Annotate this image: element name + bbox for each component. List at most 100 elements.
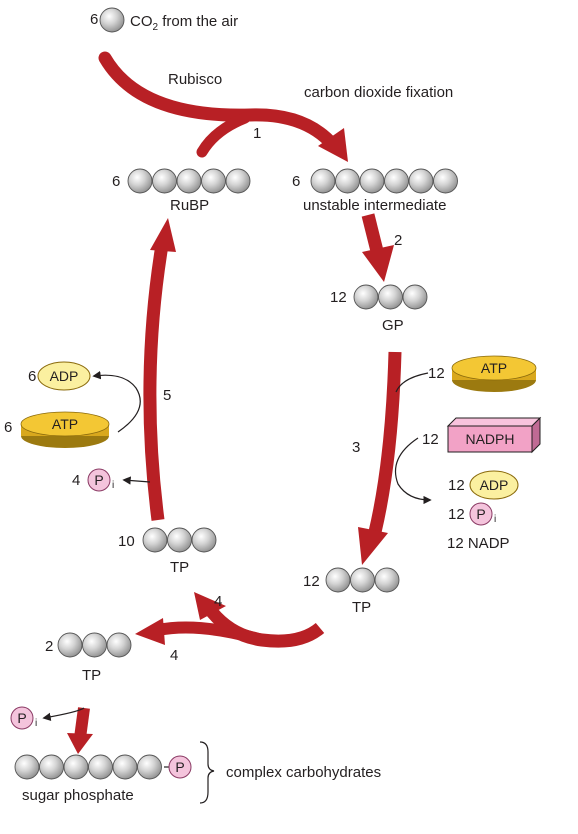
pi-circle-output: P i <box>10 706 37 730</box>
pi-release-arrow-left <box>122 476 151 485</box>
rubp-count: 6 <box>112 173 120 190</box>
atp-right-label: ATP <box>481 360 507 376</box>
adp-pill-right: ADP <box>469 470 519 500</box>
sugar-phosphate-p: P <box>164 755 192 779</box>
adp-left-label: ADP <box>50 368 79 384</box>
sugar-phosphate-p-label: P <box>175 759 184 775</box>
adp-right-label: ADP <box>480 477 509 493</box>
carbon-atom <box>142 527 168 553</box>
rubp-label: RuBP <box>170 197 209 214</box>
carbon-atom <box>384 168 409 194</box>
carbon-atom <box>14 754 40 780</box>
carbon-atom <box>350 567 375 593</box>
arrow-step-4-head-left <box>135 618 165 645</box>
carbon-atom <box>127 168 153 194</box>
arrow-step-4-branch <box>156 621 264 646</box>
carbon-atom <box>433 168 458 194</box>
arrow-step-3-head <box>358 527 388 565</box>
atp-right-count: 12 <box>428 365 445 382</box>
arrow-output-head <box>67 733 93 754</box>
carbon-atom <box>99 7 125 33</box>
atp-to-adp-arrow-left <box>92 370 141 433</box>
pi-release-arrow-output <box>42 707 85 721</box>
complex-carbs-label: complex carbohydrates <box>226 764 381 781</box>
red-arrows <box>67 51 402 754</box>
pi-out-sub: i <box>35 718 37 729</box>
nadph-label: NADPH <box>465 431 514 447</box>
atp-to-adp-arrow-right <box>395 372 429 393</box>
pi-circle-left: P i <box>87 468 114 492</box>
tp-main-count: 12 <box>303 573 320 590</box>
arrow-step-1-head <box>318 128 348 162</box>
nadph-box: NADPH <box>446 416 542 454</box>
intermediate-carbons <box>310 168 458 194</box>
tp-regen-carbons <box>142 527 217 553</box>
carbon-atom <box>57 632 83 658</box>
arrow-step-1 <box>98 51 340 152</box>
arrow-step-2 <box>361 213 385 257</box>
intermediate-count: 6 <box>292 173 300 190</box>
fixation-label: carbon dioxide fixation <box>304 84 453 101</box>
gp-carbons <box>353 284 428 310</box>
pi-left-p: P <box>94 472 103 488</box>
brace <box>199 741 215 804</box>
gp-count: 12 <box>330 289 347 306</box>
tp-out-label: TP <box>82 667 101 684</box>
atp-left-label: ATP <box>52 416 78 432</box>
tp-regen-count: 10 <box>118 533 135 550</box>
arrow-step-4-head-up <box>194 592 226 620</box>
carbon-atom <box>191 527 217 553</box>
pi-right-p: P <box>476 506 485 522</box>
co2-label: CO2 from the air <box>130 13 238 33</box>
carbon-atom <box>402 284 428 310</box>
carbon-atom <box>137 754 162 780</box>
co2-carbon <box>99 7 125 33</box>
pi-left-sub: i <box>112 480 114 491</box>
carbon-atom <box>325 567 351 593</box>
nadph-count: 12 <box>422 431 439 448</box>
carbon-atom <box>335 168 360 194</box>
arrow-step-2-head <box>362 245 394 282</box>
carbon-atom <box>378 284 403 310</box>
carbon-atom <box>63 754 89 780</box>
arrow-rubp-branch <box>196 112 251 158</box>
step-2-label: 2 <box>394 232 402 249</box>
pi-out-p: P <box>17 710 26 726</box>
nadp-label: 12 NADP <box>447 535 510 552</box>
atp-disk-left: ATP <box>20 411 110 448</box>
intermediate-label: unstable intermediate <box>303 197 446 214</box>
thin-arrows <box>42 370 432 721</box>
carbon-atom <box>82 632 107 658</box>
pi-right-count: 12 <box>448 506 465 523</box>
adp-pill-left: ADP <box>37 361 91 391</box>
step-4-label-lower: 4 <box>170 647 178 664</box>
tp-regen-label: TP <box>170 559 189 576</box>
sugar-phosphate-label: sugar phosphate <box>22 787 134 804</box>
sugar-phosphate-carbons <box>14 754 162 780</box>
carbon-atom <box>39 754 64 780</box>
co2-count: 6 <box>90 11 98 28</box>
gp-label: GP <box>382 317 404 334</box>
carbon-atom <box>225 168 251 194</box>
carbon-atom <box>201 168 226 194</box>
carbon-atom <box>112 754 138 780</box>
arrow-output <box>74 707 90 739</box>
step-5-label: 5 <box>163 387 171 404</box>
pi-circle-right: P i <box>469 502 496 526</box>
adp-right-count: 12 <box>448 477 465 494</box>
tp-out-carbons <box>57 632 132 658</box>
tp-main-label: TP <box>352 599 371 616</box>
adp-left-count: 6 <box>28 368 36 385</box>
step-4-label-upper: 4 <box>214 593 222 610</box>
rubisco-label: Rubisco <box>168 71 222 88</box>
carbon-atom <box>176 168 202 194</box>
step-3-label: 3 <box>352 439 360 456</box>
arrow-step-5 <box>143 243 169 521</box>
pi-left-count: 4 <box>72 472 80 489</box>
tp-out-count: 2 <box>45 638 53 655</box>
arrow-step-5-head <box>150 218 176 252</box>
pi-right-sub: i <box>494 514 496 525</box>
nadph-to-products-arrow <box>394 437 432 505</box>
step-1-label: 1 <box>253 125 261 142</box>
